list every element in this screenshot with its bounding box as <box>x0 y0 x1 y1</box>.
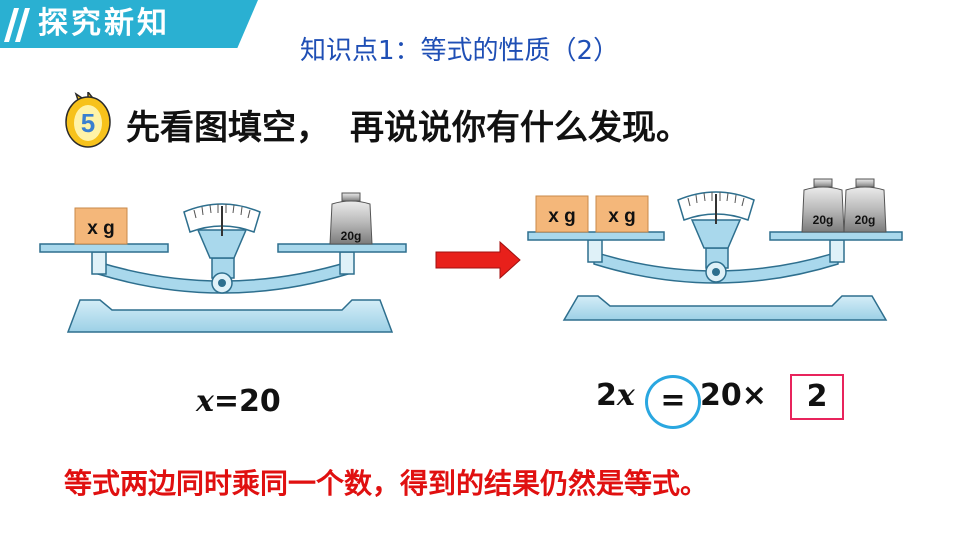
problem-number-badge: 5 <box>65 92 111 148</box>
left-box-label: x g <box>87 218 114 239</box>
right-box-label-1: x g <box>548 206 575 227</box>
right-weight-label-2: 20g <box>855 213 876 227</box>
section-banner <box>0 0 258 48</box>
left-weight-label: 20g <box>341 229 362 243</box>
equals-sign-circle: = <box>645 375 701 429</box>
conclusion-text: 等式两边同时乘同一个数，得到的结果仍然是等式。 <box>64 467 709 500</box>
right-arrow-icon <box>435 240 521 280</box>
left-balance-scale: x g 20g <box>39 192 407 333</box>
right-equation-rhs: 20× <box>700 378 767 413</box>
banner-stripes-icon <box>4 8 30 42</box>
instruction-part2: 再说说你有什么发现。 <box>350 108 690 148</box>
right-equation-coef: 2 <box>596 378 617 413</box>
right-equation-var: x <box>616 378 635 413</box>
right-balance-scale: x g x g 20g 20g <box>527 178 903 321</box>
problem-number: 5 <box>81 108 95 138</box>
lesson-subtitle: 知识点1：等式的性质（2） <box>300 36 620 66</box>
right-equation-lhs: 2x <box>596 378 635 413</box>
left-equation-var: x <box>196 384 214 419</box>
right-weight-label-1: 20g <box>813 213 834 227</box>
problem-instruction: 先看图填空， 再说说你有什么发现。 <box>126 100 690 149</box>
banner-title: 探究新知 <box>38 6 170 41</box>
left-equation: x=20 <box>196 384 281 419</box>
instruction-part1: 先看图填空， <box>126 108 330 148</box>
right-box-label-2: x g <box>608 206 635 227</box>
left-equation-rest: =20 <box>213 384 281 419</box>
answer-box[interactable]: 2 <box>790 374 844 420</box>
